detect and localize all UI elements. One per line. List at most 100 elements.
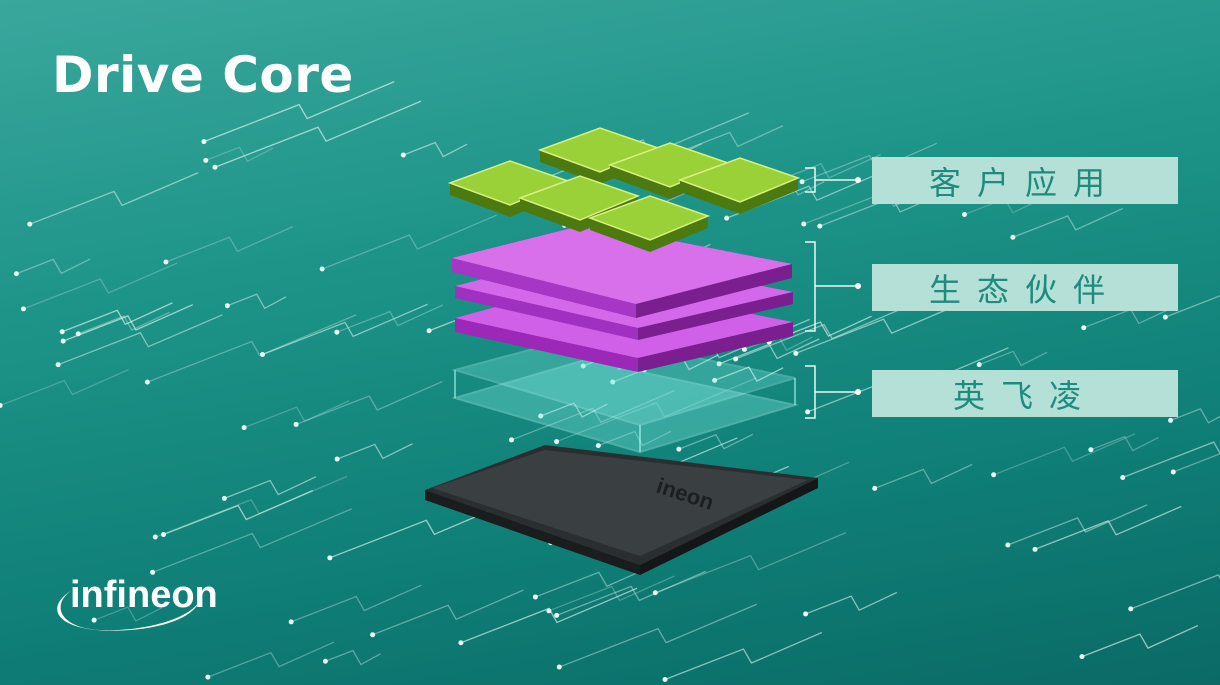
bracket-connectors	[805, 167, 858, 419]
circuit-trace	[535, 560, 663, 598]
circuit-node	[163, 259, 169, 265]
circuit-node	[580, 363, 586, 369]
circuit-trace	[16, 258, 91, 275]
circuit-trace	[321, 214, 497, 270]
circuit-trace	[1122, 441, 1220, 479]
circuit-node	[1120, 474, 1126, 480]
circuit-trace	[540, 402, 608, 418]
circuit-node	[976, 362, 982, 368]
circuit-trace	[227, 293, 287, 310]
circuit-node	[741, 346, 747, 352]
circuit-trace	[403, 141, 468, 158]
circuit-trace	[62, 304, 194, 342]
label-text: 客户应用	[928, 163, 1121, 202]
circuit-trace	[795, 298, 972, 354]
circuit-node	[293, 421, 299, 427]
circuit-node	[59, 329, 65, 335]
circuit-node	[652, 590, 658, 596]
circuit-node	[13, 271, 19, 277]
circuit-node	[27, 221, 33, 227]
circuit-trace	[559, 603, 758, 668]
circuit-node	[426, 328, 432, 334]
circuit-trace	[152, 508, 353, 573]
circuit-trace	[290, 584, 422, 623]
circuit-trace	[664, 631, 823, 681]
circuit-node	[0, 403, 3, 409]
label-infineon: 英飞凌	[872, 370, 1178, 417]
circuit-node	[288, 619, 294, 625]
circuit-trace	[556, 377, 757, 443]
circuit-trace	[993, 433, 1136, 476]
infineon-logo: infineon	[50, 570, 218, 616]
circuit-node	[1162, 314, 1168, 320]
circuit-trace	[598, 430, 672, 447]
circuit-trace	[155, 475, 348, 538]
circuit-trace	[295, 380, 443, 426]
circuit-trace	[336, 443, 413, 460]
circuit-node	[676, 446, 682, 452]
circuit-trace	[768, 315, 872, 343]
label-text: 英飞凌	[952, 376, 1097, 415]
app-tile-edge	[680, 178, 798, 214]
circuit-node	[319, 266, 325, 272]
circuit-node	[20, 306, 26, 312]
circuit-trace	[1165, 295, 1220, 318]
circuit-trace	[165, 226, 294, 263]
circuit-node	[1168, 417, 1174, 423]
circuit-node	[1005, 542, 1011, 548]
circuit-node	[610, 379, 616, 385]
circuit-node	[224, 303, 230, 309]
circuit-node	[150, 569, 156, 575]
circuit-node	[458, 640, 464, 646]
circuit-trace	[714, 366, 784, 382]
circuit-trace	[460, 587, 638, 644]
circuit-node	[144, 379, 150, 385]
circuit-node	[1170, 469, 1176, 475]
label-ecosystem-partners: 生态伙伴	[872, 264, 1178, 311]
circuit-trace	[1083, 304, 1179, 329]
circuit-trace	[224, 476, 317, 499]
circuit-trace	[262, 303, 428, 356]
circuit-node	[538, 413, 544, 419]
logo-text: infineon	[70, 574, 218, 616]
circuit-trace	[205, 146, 274, 163]
circuit-trace	[93, 606, 162, 622]
circuit-node	[203, 157, 209, 163]
circuit-trace	[1172, 453, 1220, 473]
circuit-node	[370, 632, 376, 638]
circuit-node	[872, 485, 878, 491]
circuit-node	[212, 164, 218, 170]
circuit-node	[322, 658, 328, 664]
circuit-trace	[1034, 505, 1182, 550]
circuit-trace	[336, 304, 444, 333]
circuit-trace	[61, 302, 173, 333]
circuit-trace	[676, 125, 784, 154]
circuit-node	[1081, 325, 1087, 331]
circuit-node	[801, 221, 807, 227]
circuit-trace	[1081, 624, 1199, 658]
circuit-node	[1128, 606, 1134, 612]
circuit-node	[1010, 234, 1016, 240]
circuit-node	[554, 612, 560, 618]
app-tile	[677, 157, 801, 203]
label-text: 生态伙伴	[928, 270, 1121, 309]
circuit-trace	[23, 262, 178, 310]
circuit-node	[662, 677, 668, 683]
circuit-node	[546, 608, 552, 614]
circuit-trace	[1007, 504, 1148, 546]
circuit-node	[152, 534, 158, 540]
circuit-node	[60, 338, 66, 344]
circuit-node	[799, 179, 805, 185]
circuit-node	[817, 223, 823, 229]
circuit-trace	[735, 303, 913, 360]
app-tile	[587, 195, 711, 241]
app-tile-edge	[590, 216, 708, 252]
circuit-node	[803, 611, 809, 617]
customer-application-layer	[447, 127, 801, 252]
circuit-trace	[556, 570, 707, 617]
ecosystem-layer	[452, 224, 793, 372]
circuit-node	[554, 439, 560, 445]
circuit-trace	[372, 589, 524, 636]
circuit-trace	[207, 641, 335, 678]
